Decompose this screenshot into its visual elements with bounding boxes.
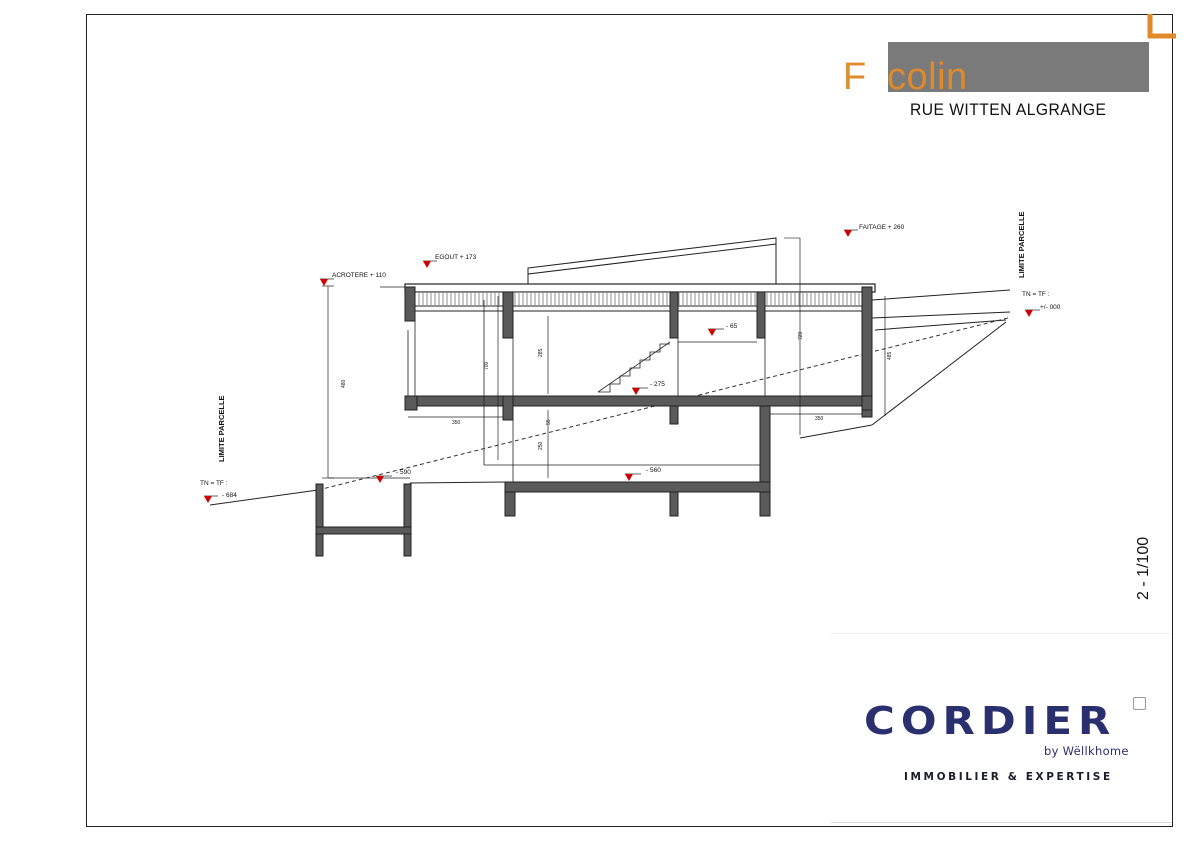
corner-mark [1147, 14, 1176, 39]
badge-icon [1133, 697, 1146, 710]
label-tn-tf-right: TN = TF : [1022, 291, 1050, 298]
level-marker [423, 260, 437, 268]
structure [315, 286, 873, 557]
label-level-m275: - 275 [650, 381, 665, 388]
dim-720: 720 [798, 331, 804, 340]
dim-55: 55 [546, 419, 552, 425]
dim-350-right: 350 [815, 416, 824, 422]
dimension-values: 480 700 285 55 250 350 350 720 485 [341, 331, 893, 450]
terrain-lines [209, 289, 1011, 506]
label-limite-parcelle-left: LIMITE PARCELLE [217, 395, 226, 462]
interior-lines [407, 300, 766, 482]
header-bar [888, 42, 1149, 92]
dim-285: 285 [538, 348, 544, 357]
label-limite-parcelle-right: LIMITE PARCELLE [1017, 211, 1026, 278]
label-acrotere: ACROTERE + 110 [332, 272, 386, 279]
label-egout: EGOUT + 173 [435, 254, 477, 261]
parcel-limit-labels: LIMITE PARCELLE LIMITE PARCELLE [217, 211, 1026, 462]
level-marker [844, 229, 858, 237]
dim-700: 700 [484, 361, 490, 370]
label-level-m560: - 560 [646, 467, 661, 474]
brand-byline: by Wëllkhome [1044, 744, 1129, 758]
label-tn-tf-right-value: +/- 000 [1040, 304, 1061, 311]
dim-485: 485 [887, 351, 893, 360]
brand-name: CORDIER [864, 697, 1117, 744]
level-markers [204, 229, 1040, 503]
level-labels: FAITAGE + 260 EGOUT + 173 ACROTERE + 110… [200, 224, 1061, 499]
label-faitage: FAITAGE + 260 [859, 224, 905, 231]
dim-350-left: 350 [452, 420, 461, 426]
label-level-m590: - 590 [396, 469, 411, 476]
label-level-m65: - 65 [726, 323, 738, 330]
logo-panel: CORDIER by Wëllkhome IMMOBILIER & EXPERT… [831, 633, 1172, 823]
dim-250: 250 [538, 441, 544, 450]
level-marker [625, 473, 641, 481]
label-tn-tf-left-value: - 684 [222, 492, 237, 499]
roof [404, 237, 876, 312]
level-marker [376, 475, 392, 483]
dim-480: 480 [341, 379, 347, 388]
level-marker [204, 495, 218, 503]
level-marker [320, 278, 334, 286]
level-marker [708, 328, 724, 336]
label-tn-tf-left: TN = TF : [200, 480, 228, 487]
level-marker [1025, 309, 1040, 317]
level-marker [632, 387, 648, 395]
brand-tagline: IMMOBILIER & EXPERTISE [904, 771, 1113, 783]
dimension-lines [322, 238, 886, 479]
